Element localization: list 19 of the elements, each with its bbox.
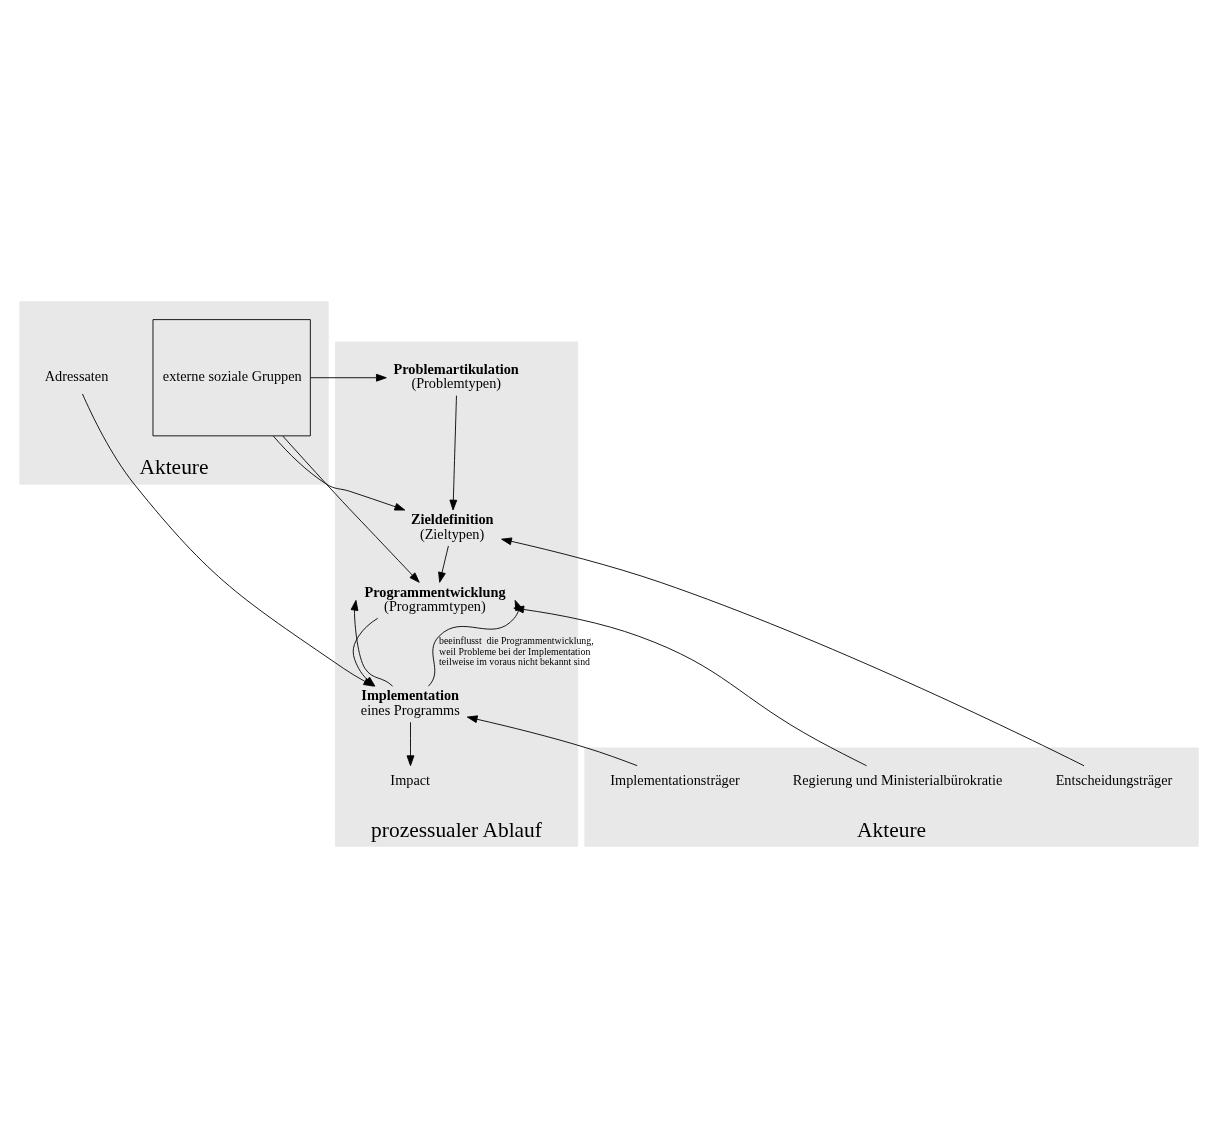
arrow xyxy=(406,721,415,766)
arrow xyxy=(438,545,449,583)
edge-label: beeinflusst die Programmentwicklung, weil Probleme bei der Implementation teilweise im voraus nicht bekannt sind xyxy=(439,634,594,667)
arrow xyxy=(282,435,420,583)
arrow xyxy=(310,373,387,382)
node-text: Entscheidungsträger xyxy=(1055,771,1173,788)
node-text: Implementation eines Programms xyxy=(360,686,460,718)
arrow xyxy=(449,394,458,510)
node-text: Programmentwicklung (Programmtypen) xyxy=(364,583,506,614)
node-text: Regierung und Ministerialbürokratie xyxy=(792,771,1003,788)
node-text: Impact xyxy=(390,771,431,788)
node-text: Zieldefinition (Zieltypen) xyxy=(410,510,494,541)
node-text: Implementationsträger xyxy=(610,771,740,788)
node-text: Adressaten xyxy=(44,367,109,384)
node-text: Problemartikulation (Problemtypen) xyxy=(393,360,519,391)
arrow xyxy=(272,435,406,510)
arrow xyxy=(501,537,1085,766)
node-box: externe soziale Gruppen xyxy=(152,318,311,436)
arrow xyxy=(466,714,638,766)
